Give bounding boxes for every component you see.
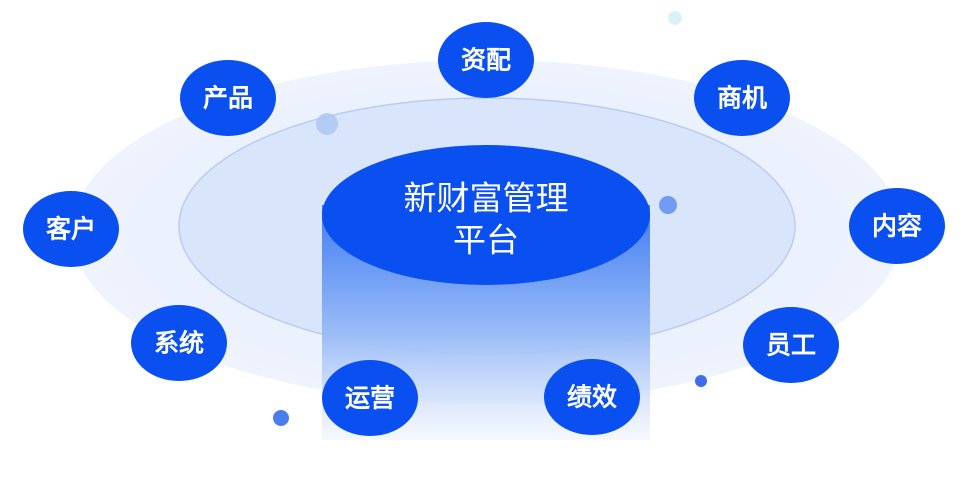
decor-bubble [659,196,677,214]
decor-bubble [695,375,707,387]
svg-text:运营: 运营 [345,384,395,413]
node-zipei: 资配 [438,22,534,98]
svg-text:系统: 系统 [154,329,204,358]
decor-bubble [316,113,338,135]
platform-cylinder-top [322,145,650,285]
node-shangji: 商机 [694,60,790,136]
svg-text:绩效: 绩效 [567,383,617,412]
svg-text:员工: 员工 [766,331,816,360]
node-neirong: 内容 [849,188,945,264]
node-yunying: 运营 [322,360,418,436]
svg-text:客户: 客户 [46,215,96,244]
node-yuangong: 员工 [743,307,839,383]
center-title-line2: 平台 [453,221,519,260]
node-kehu: 客户 [23,191,119,267]
decor-bubble [668,11,682,25]
svg-text:商机: 商机 [717,84,767,113]
node-chanpin: 产品 [180,60,276,136]
center-title-line1: 新财富管理 [404,179,569,218]
svg-text:内容: 内容 [872,212,922,241]
svg-text:产品: 产品 [203,84,253,113]
node-xitong: 系统 [131,305,227,381]
node-jixiao: 绩效 [544,359,640,435]
decor-bubble [273,410,289,426]
svg-text:资配: 资配 [461,46,511,75]
